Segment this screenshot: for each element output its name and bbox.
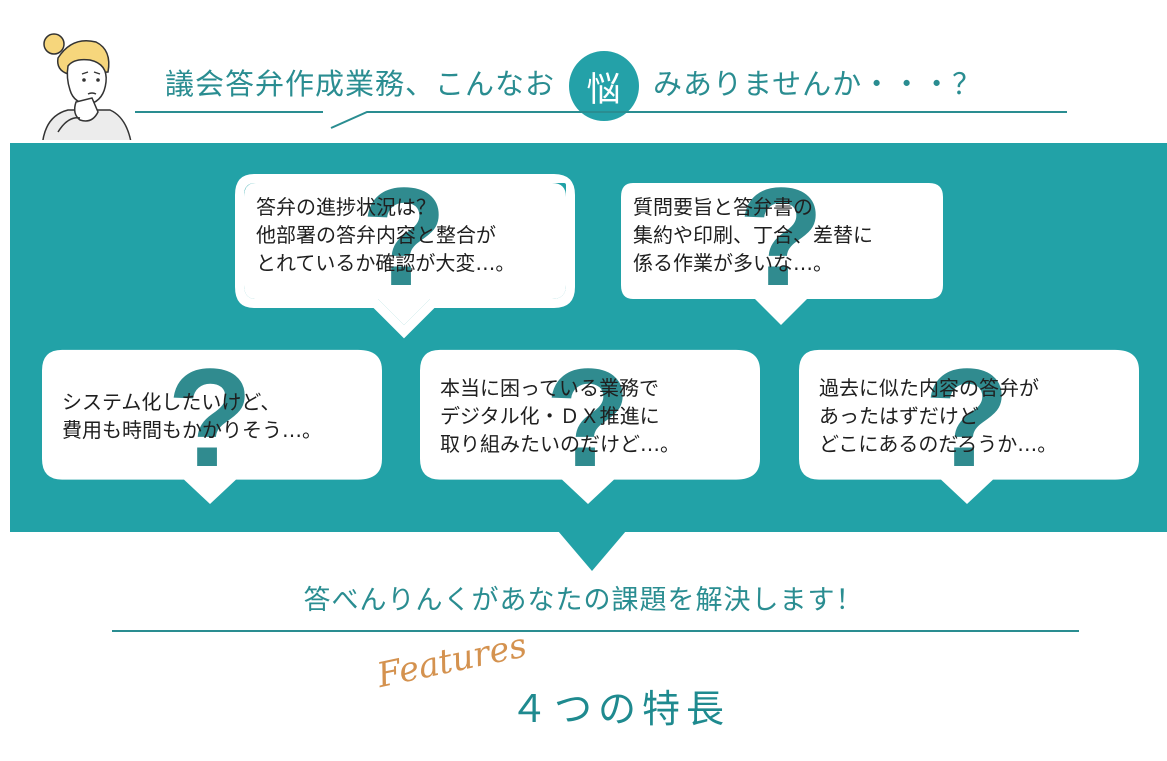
bubble-shape: ?: [799, 339, 1139, 505]
bubble-line: あったはずだけど: [819, 404, 979, 428]
bubble-line: 答弁の進捗状況は？: [256, 195, 436, 219]
bubble-line: 費用も時間もかかりそう…。: [62, 418, 322, 442]
question-mark-icon: ?: [545, 339, 631, 496]
speech-bubble-progress: ? 答弁の進捗状況は？ 他部署の答弁内容と整合が とれているか確認が大変…。: [234, 158, 594, 339]
person-thinking-icon: [28, 33, 146, 148]
speech-bubble-cost: ? システム化したいけど、 費用も時間もかかりそう…。: [40, 339, 400, 508]
bubble-line: 質問要旨と答弁書の: [633, 195, 813, 219]
bubble-line: 過去に似た内容の答弁が: [819, 376, 1039, 400]
speech-bubble-dx: ? 本当に困っている業務で デジタル化・ＤＸ推進に 取り組みたいのだけど…。: [418, 339, 778, 508]
question-mark-icon: ?: [924, 339, 1010, 496]
features-title: ４つの特長: [510, 687, 731, 731]
bubble-shape: ?: [420, 339, 760, 505]
solution-statement: 答べんりんくがあなたの課題を解決します！: [303, 585, 864, 616]
bubble-text: 答弁の進捗状況は？ 他部署の答弁内容と整合が とれているか確認が大変…。: [256, 173, 576, 297]
bubble-line: とれているか確認が大変…。: [256, 251, 516, 275]
bubble-text: 質問要旨と答弁書の 集約や印刷、丁合、差替に 係る作業が多いな…。: [633, 173, 953, 297]
bubble-shape: ?: [621, 158, 943, 325]
bubble-text: システム化したいけど、 費用も時間もかかりそう…。: [62, 348, 382, 484]
bubble-line: 本当に困っている業務で: [440, 376, 659, 400]
heading-text-after: みありませんか・・・？: [653, 67, 983, 101]
bubble-shape: ?: [235, 158, 575, 339]
page-heading: 議会答弁作成業務、こんなお 悩 みありませんか・・・？: [165, 51, 983, 121]
heading-text-before: 議会答弁作成業務、こんなお: [165, 67, 556, 101]
question-mark-icon: ?: [361, 158, 447, 315]
question-mark-icon: ?: [167, 339, 253, 496]
band-down-pointer: [558, 531, 626, 571]
bubble-line: システム化したいけど、: [62, 390, 281, 414]
speech-bubble-printing: ? 質問要旨と答弁書の 集約や印刷、丁合、差替に 係る作業が多いな…。: [611, 158, 971, 333]
bubble-line: デジタル化・ＤＸ推進に: [440, 404, 660, 428]
question-mark-icon: ?: [738, 158, 824, 315]
bubble-shape: ?: [42, 339, 382, 505]
features-script-label: Features: [373, 625, 531, 696]
bubble-line: どこにあるのだろうか…。: [819, 432, 1058, 456]
bubble-line: 集約や印刷、丁合、差替に: [633, 223, 873, 247]
bubble-text: 本当に困っている業務で デジタル化・ＤＸ推進に 取り組みたいのだけど…。: [440, 348, 760, 484]
bubble-line: 取り組みたいのだけど…。: [440, 432, 680, 456]
solution-underline: [112, 630, 1079, 632]
bubble-line: 他部署の答弁内容と整合が: [256, 223, 496, 247]
heading-underline: [135, 111, 1067, 129]
heading-circle-char: 悩: [569, 51, 640, 121]
bubble-line: 係る作業が多いな…。: [633, 251, 833, 275]
speech-bubble-search: ? 過去に似た内容の答弁が あったはずだけど どこにあるのだろうか…。: [797, 339, 1157, 508]
bubble-text: 過去に似た内容の答弁が あったはずだけど どこにあるのだろうか…。: [819, 348, 1139, 484]
